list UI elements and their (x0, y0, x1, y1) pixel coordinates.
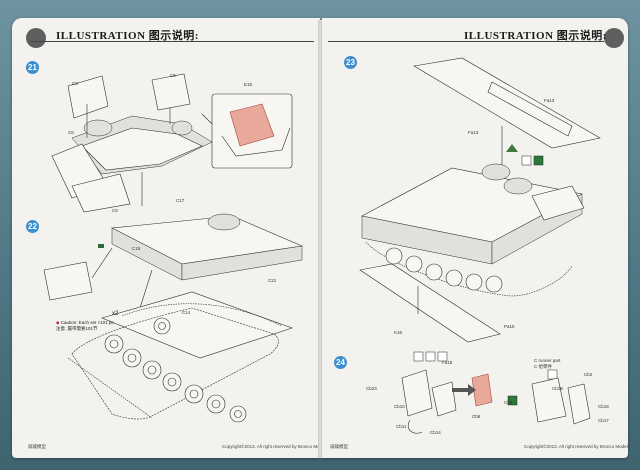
header-rule-right (328, 41, 604, 42)
binder-hole-right (604, 28, 624, 48)
part-label: C17 (176, 198, 185, 203)
step-22-badge: 22 (26, 220, 39, 233)
left-page: ILLUSTRATION 图示说明: 21 22 C3 C5 E15 C6 C1… (12, 18, 328, 458)
part-label: C21 (268, 278, 277, 283)
quantity-multiplier: x2 (112, 311, 119, 317)
step-21-badge: 21 (26, 61, 39, 74)
step-22-illustration (43, 213, 304, 420)
part-label: E15 (244, 82, 253, 87)
instruction-booklet: ILLUSTRATION 图示说明: 21 22 C3 C5 E15 C6 C1… (6, 18, 634, 464)
right-page-title: ILLUSTRATION 图示说明: (464, 30, 607, 42)
part-label: C6 (68, 130, 74, 135)
caution-line-1: Caution: Each set ×101 pc (60, 320, 114, 325)
part-label: Cb19 (552, 386, 563, 391)
runner-label-cn: C 组零件 (534, 364, 552, 369)
right-page: ILLUSTRATION 图示说明: 23 24 Fa13 Fa13 (322, 18, 630, 458)
part-label: C15 (132, 246, 141, 251)
binder-hole-left (26, 28, 46, 48)
part-label: Cb2 (584, 372, 593, 377)
road-wheels (104, 317, 247, 423)
part-label: Cb23 (366, 386, 377, 391)
step-23-badge: 23 (344, 56, 357, 69)
caution-marker-icon: ◆ (56, 320, 60, 325)
booklet-spine (318, 20, 324, 458)
header-rule-left (30, 41, 314, 42)
right-footer-copyright: Copyright©2013. All right reserved by Br… (524, 444, 630, 449)
part-label: C14 (182, 310, 191, 315)
left-footer-copyright: Copyright©2013. All right reserved by Br… (222, 444, 328, 449)
step-21-illustration (51, 73, 293, 213)
part-label: C8 (112, 208, 118, 213)
part-label: C3 (72, 81, 78, 86)
part-label: Fa13 (544, 98, 555, 103)
caution-note: ◆ Caution: Each set ×101 pc 注意: 履带需要101节 (56, 320, 114, 332)
part-label: Cb14 (430, 430, 441, 435)
part-label: C5 (170, 73, 176, 78)
caution-line-2: 注意: 履带需要101节 (56, 326, 98, 331)
part-label: Cb10 (394, 404, 405, 409)
left-page-title: ILLUSTRATION 图示说明: (56, 30, 199, 42)
part-label: Fa18 (442, 360, 453, 365)
step-24-badge: 24 (334, 356, 347, 369)
runner-label: C runner part (534, 358, 561, 363)
part-label: Cb11 (396, 424, 407, 429)
part-label: K16 (394, 330, 403, 335)
part-label: Cb17 (598, 418, 609, 423)
step-23-illustration (359, 57, 601, 343)
part-label: Cb8 (472, 414, 481, 419)
step-24-illustration (401, 351, 591, 434)
part-label: Cb5 (504, 400, 513, 405)
right-footer-code: 威龍模型 (330, 444, 348, 449)
part-label: Pa15 (504, 324, 515, 329)
part-label: Fa13 (468, 130, 479, 135)
left-footer-code: 威龍模型 (28, 444, 46, 449)
part-label: Cb18 (598, 404, 609, 409)
